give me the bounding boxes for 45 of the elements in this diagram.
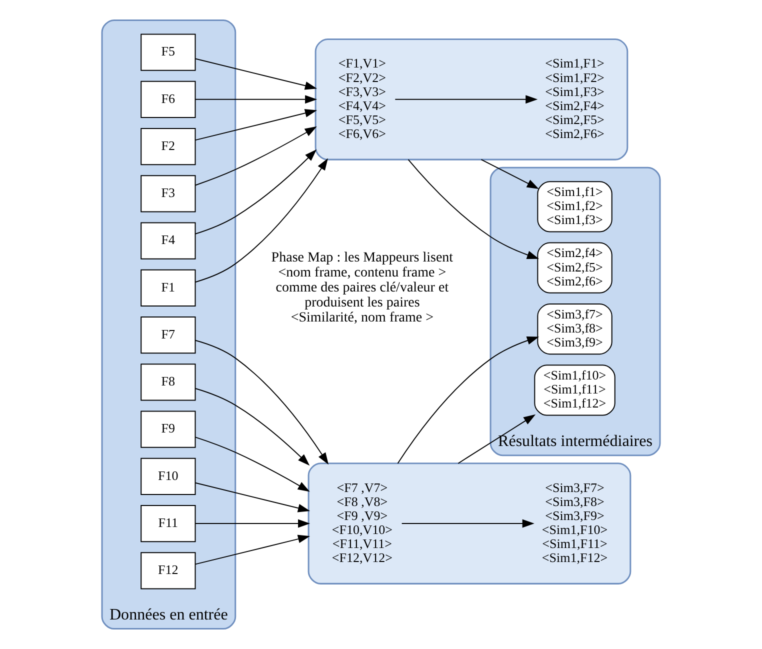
node-box: <Sim1,f1> <Sim1,f2> <Sim1,f3>: [537, 181, 612, 232]
arrow: [195, 126, 317, 186]
arrow: [458, 414, 536, 464]
node-label: Données en entrée: [109, 606, 228, 624]
node-box: F6: [140, 80, 196, 118]
label: Phase Map : les Mappeurs lisent <nom frame, contenu frame > comme des paires clé/valeur et produisent les paires <Similarité, nom frame >: [271, 250, 454, 326]
node-box: F8: [140, 364, 196, 401]
cluster: [490, 166, 661, 456]
cluster: [314, 38, 628, 160]
cluster: [308, 462, 632, 584]
node-box: F3: [140, 175, 196, 212]
node-text: <F7 ,V7> <F8 ,V8> <F9 ,V9> <F10,V10> <F11,V11> <F12,V12>: [332, 480, 393, 566]
node-box: F2: [140, 128, 196, 166]
node-box: <Sim3,f7> <Sim3,f8> <Sim3,f9>: [537, 303, 612, 355]
arrow: [196, 95, 318, 104]
node-box: F4: [140, 222, 196, 260]
node-box: <Sim2,f4> <Sim2,f5> <Sim2,f6>: [537, 242, 612, 294]
arrow: [195, 388, 310, 466]
node-text: <F1,V1> <F2,V2> <F3,V3> <F4,V4> <F5,V5> <F6,V6>: [338, 56, 386, 141]
arrow: [196, 519, 310, 528]
node-box: F7: [140, 316, 196, 354]
cluster: [101, 19, 236, 630]
node-box: F10: [140, 458, 196, 495]
arrow: [397, 336, 540, 464]
node-box: F12: [140, 552, 196, 590]
node-box: F1: [140, 269, 196, 306]
node-box: F5: [140, 34, 196, 71]
arrow: [395, 95, 538, 104]
node-box: F9: [140, 410, 196, 448]
arrow: [481, 159, 539, 189]
arrow: [402, 519, 534, 528]
node-text: <Sim1,F1> <Sim1,F2> <Sim1,F3> <Sim2,F4> <Sim2,F5> <Sim2,F6>: [545, 56, 604, 141]
node-box: <Sim1,f10> <Sim1,f11> <Sim1,f12>: [534, 364, 616, 416]
arrow: [195, 340, 329, 465]
arrow: [195, 534, 310, 565]
node-text: <Sim3,F7> <Sim3,F8> <Sim3,F9> <Sim1,F10> <Sim1,F11> <Sim1,F12>: [542, 480, 608, 566]
arrow: [408, 159, 540, 259]
node-box: F11: [140, 504, 196, 542]
arrow: [195, 482, 310, 512]
arrow: [195, 58, 318, 90]
node-label: Résultats intermédiaires: [498, 433, 653, 450]
arrow: [195, 158, 328, 283]
arrow: [195, 109, 318, 141]
arrow: [195, 149, 317, 234]
arrow: [195, 436, 310, 492]
